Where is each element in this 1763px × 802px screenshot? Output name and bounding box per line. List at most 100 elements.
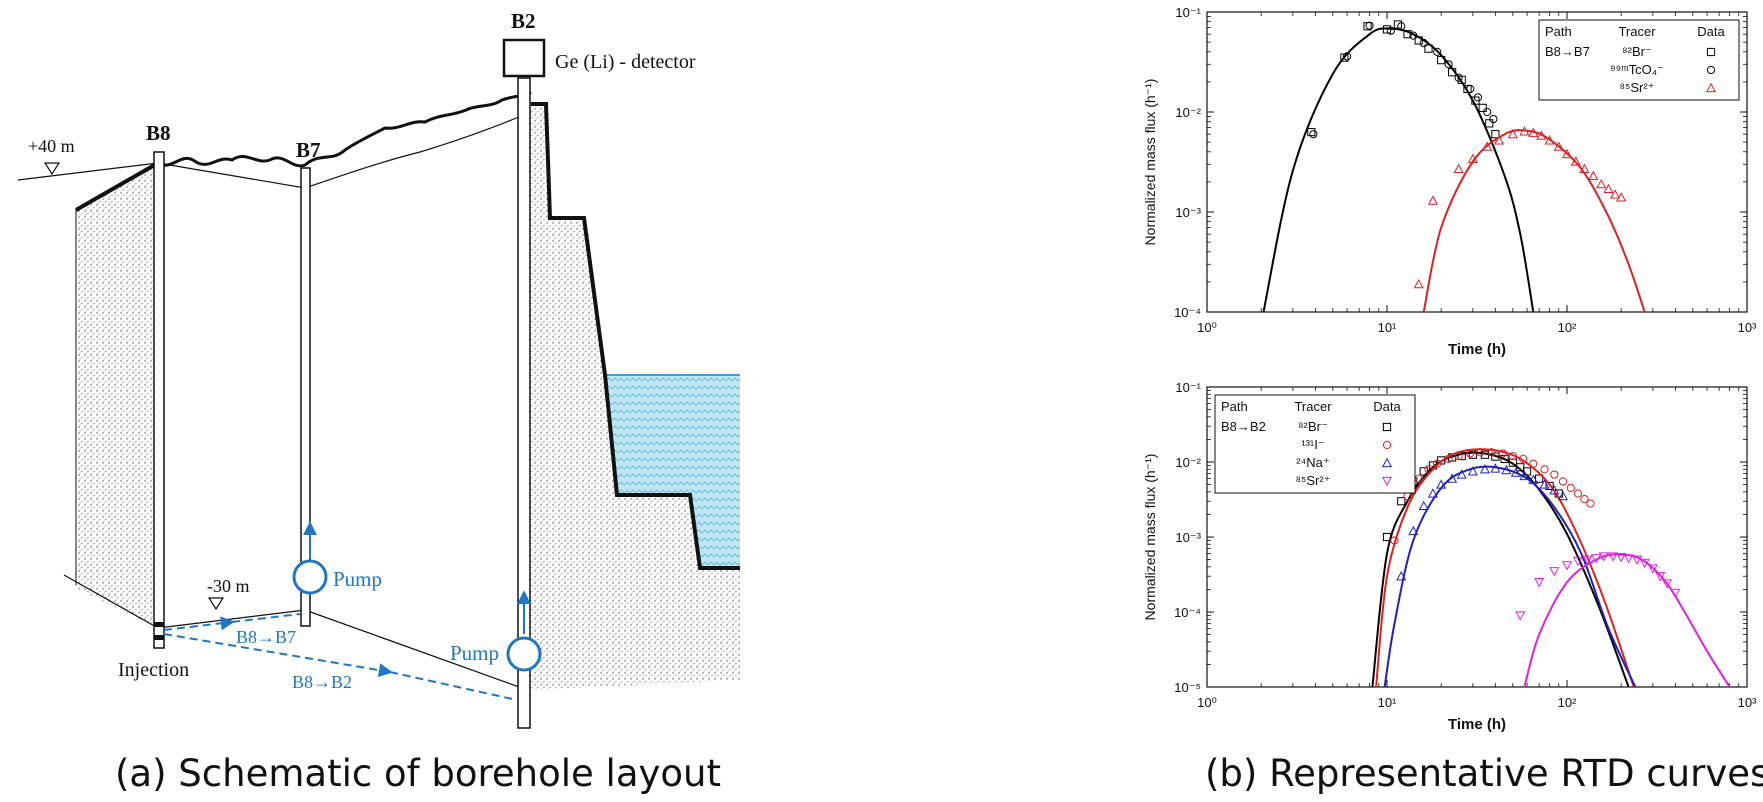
chart2-fit-curve bbox=[1371, 451, 1630, 687]
chart1-data-point bbox=[1507, 128, 1518, 139]
chart1-data-point bbox=[1603, 183, 1614, 194]
chart1-data-point bbox=[1610, 189, 1621, 199]
chart1-x-axis-label: Time (h) bbox=[1448, 341, 1506, 358]
chart2-legend-box bbox=[1214, 394, 1416, 494]
chart1-data-point bbox=[1424, 44, 1433, 53]
chart2-data-point bbox=[1655, 572, 1666, 582]
chart1-data-point bbox=[1536, 130, 1547, 140]
chart2-data-point bbox=[1558, 477, 1568, 486]
reference-level-line bbox=[17, 162, 159, 181]
chart2-data-point bbox=[1487, 448, 1496, 457]
caption-b: (b) Representative RTD curves bbox=[1205, 752, 1763, 795]
chart2-data-point bbox=[1498, 449, 1507, 458]
chart2-data-point bbox=[1500, 454, 1509, 463]
chart1-data-point bbox=[1579, 163, 1590, 173]
chart2-data-point bbox=[1529, 459, 1538, 468]
chart1-legend-marker bbox=[1706, 65, 1716, 75]
chart1-y-tick-label: 10⁻² bbox=[1175, 105, 1201, 120]
chart2-fit-curve bbox=[1375, 448, 1635, 687]
chart2-data-point bbox=[1457, 451, 1466, 461]
chart2-data-point bbox=[1582, 555, 1593, 565]
chart2-legend-header: Path bbox=[1221, 399, 1248, 414]
chart1-data-point bbox=[1466, 84, 1475, 94]
chart2-data-point bbox=[1454, 451, 1463, 461]
chart1-data-point bbox=[1433, 47, 1442, 56]
chart2-legend-marker bbox=[1381, 457, 1393, 468]
chart2-data-point bbox=[1419, 467, 1428, 476]
ground-surface bbox=[157, 90, 532, 168]
chart2-data-point bbox=[1519, 470, 1530, 481]
chart1-legend-marker bbox=[1705, 82, 1717, 93]
flow-path-b8-b7-a bbox=[163, 616, 235, 631]
chart2-plot-area bbox=[1371, 448, 1731, 687]
chart1-x-tick-label: 10⁰ bbox=[1197, 320, 1217, 335]
chart2-y-tick-label: 10⁻⁴ bbox=[1174, 605, 1201, 620]
chart2-data-point bbox=[1623, 554, 1634, 564]
chart2-x-tick-label: 10⁰ bbox=[1197, 695, 1217, 710]
chart1-fit-curve bbox=[1422, 129, 1646, 312]
chart2-legend-tracer: ⁸²Br⁻ bbox=[1298, 419, 1328, 434]
chart1-legend-box bbox=[1538, 19, 1740, 101]
flow-path-b8-b2-b bbox=[389, 671, 518, 701]
chart1-y-tick-label: 10⁻⁴ bbox=[1174, 305, 1201, 320]
pump-b7-label: Pump bbox=[333, 567, 382, 591]
chart2-y-axis-label: Normalized mass flux (h⁻¹) bbox=[1142, 454, 1158, 621]
chart1-y-axis-label: Normalized mass flux (h⁻¹) bbox=[1142, 79, 1158, 246]
chart2-data-point bbox=[1522, 467, 1532, 476]
chart2-x-tick-label: 10³ bbox=[1738, 695, 1757, 710]
flow-path-b8-b2-label: B8→B2 bbox=[292, 672, 352, 692]
chart2-data-point bbox=[1518, 454, 1528, 463]
borehole-schematic: +40 m -30 m B8 Injection B7 B2 Ge (Li) -… bbox=[17, 9, 740, 729]
detector-box-icon bbox=[502, 38, 546, 78]
chart1-data-point bbox=[1588, 170, 1599, 180]
chart2-data-point bbox=[1549, 567, 1560, 577]
chart2-data-point bbox=[1382, 532, 1392, 542]
chart2-data-point bbox=[1490, 463, 1501, 473]
chart1-data-point bbox=[1414, 36, 1423, 45]
injection-packer-top bbox=[154, 622, 164, 627]
chart1-data-point bbox=[1427, 195, 1438, 205]
chart1-data-point bbox=[1553, 141, 1564, 151]
chart1-data-point bbox=[1448, 68, 1457, 77]
chart2-data-point bbox=[1549, 485, 1560, 495]
chart1-data-point bbox=[1397, 22, 1406, 31]
chart2-x-tick-label: 10¹ bbox=[1378, 695, 1397, 710]
chart1-data-point bbox=[1454, 73, 1463, 82]
borehole-b8-label: B8 bbox=[146, 121, 171, 145]
chart2-y-tick-label: 10⁻¹ bbox=[1175, 380, 1201, 395]
chart1-legend-marker bbox=[1706, 47, 1716, 57]
chart1-data-point bbox=[1453, 163, 1464, 173]
chart2-data-point bbox=[1501, 464, 1512, 475]
chart1-data-point bbox=[1494, 135, 1505, 145]
chart2-data-point bbox=[1390, 536, 1399, 545]
chart1-x-tick-label: 10³ bbox=[1738, 320, 1757, 335]
ground-subsurface-line bbox=[157, 111, 532, 189]
pump-b7-icon bbox=[292, 559, 328, 595]
chart2-data-point bbox=[1444, 454, 1453, 463]
chart1-data-point bbox=[1544, 135, 1555, 145]
chart2-data-point bbox=[1616, 552, 1627, 563]
chart1-legend-path: B8→B7 bbox=[1545, 44, 1590, 59]
chart1-data-point bbox=[1528, 127, 1539, 137]
chart1-legend-header: Data bbox=[1697, 24, 1725, 39]
chart1-data-point bbox=[1409, 31, 1418, 40]
chart2-data-point bbox=[1476, 448, 1485, 457]
elev-top-marker-icon bbox=[43, 162, 61, 176]
chart2-data-point bbox=[1557, 490, 1569, 501]
chart2-data-point bbox=[1424, 465, 1433, 474]
injection-label: Injection bbox=[118, 659, 189, 681]
chart1-data-point bbox=[1444, 60, 1453, 69]
chart1-data-point bbox=[1491, 130, 1500, 139]
chart2-data-point bbox=[1528, 474, 1539, 484]
chart1-data-point bbox=[1489, 114, 1498, 124]
chart2-data-point bbox=[1561, 561, 1573, 571]
borehole-b2-label: B2 bbox=[511, 9, 536, 33]
chart1-data-point bbox=[1467, 153, 1478, 163]
bottom-left-line bbox=[63, 574, 159, 629]
caption-a: (a) Schematic of borehole layout bbox=[115, 752, 721, 795]
chart2-data-point bbox=[1591, 554, 1602, 564]
chart2-data-point bbox=[1436, 479, 1447, 489]
chart1-data-point bbox=[1437, 56, 1446, 65]
